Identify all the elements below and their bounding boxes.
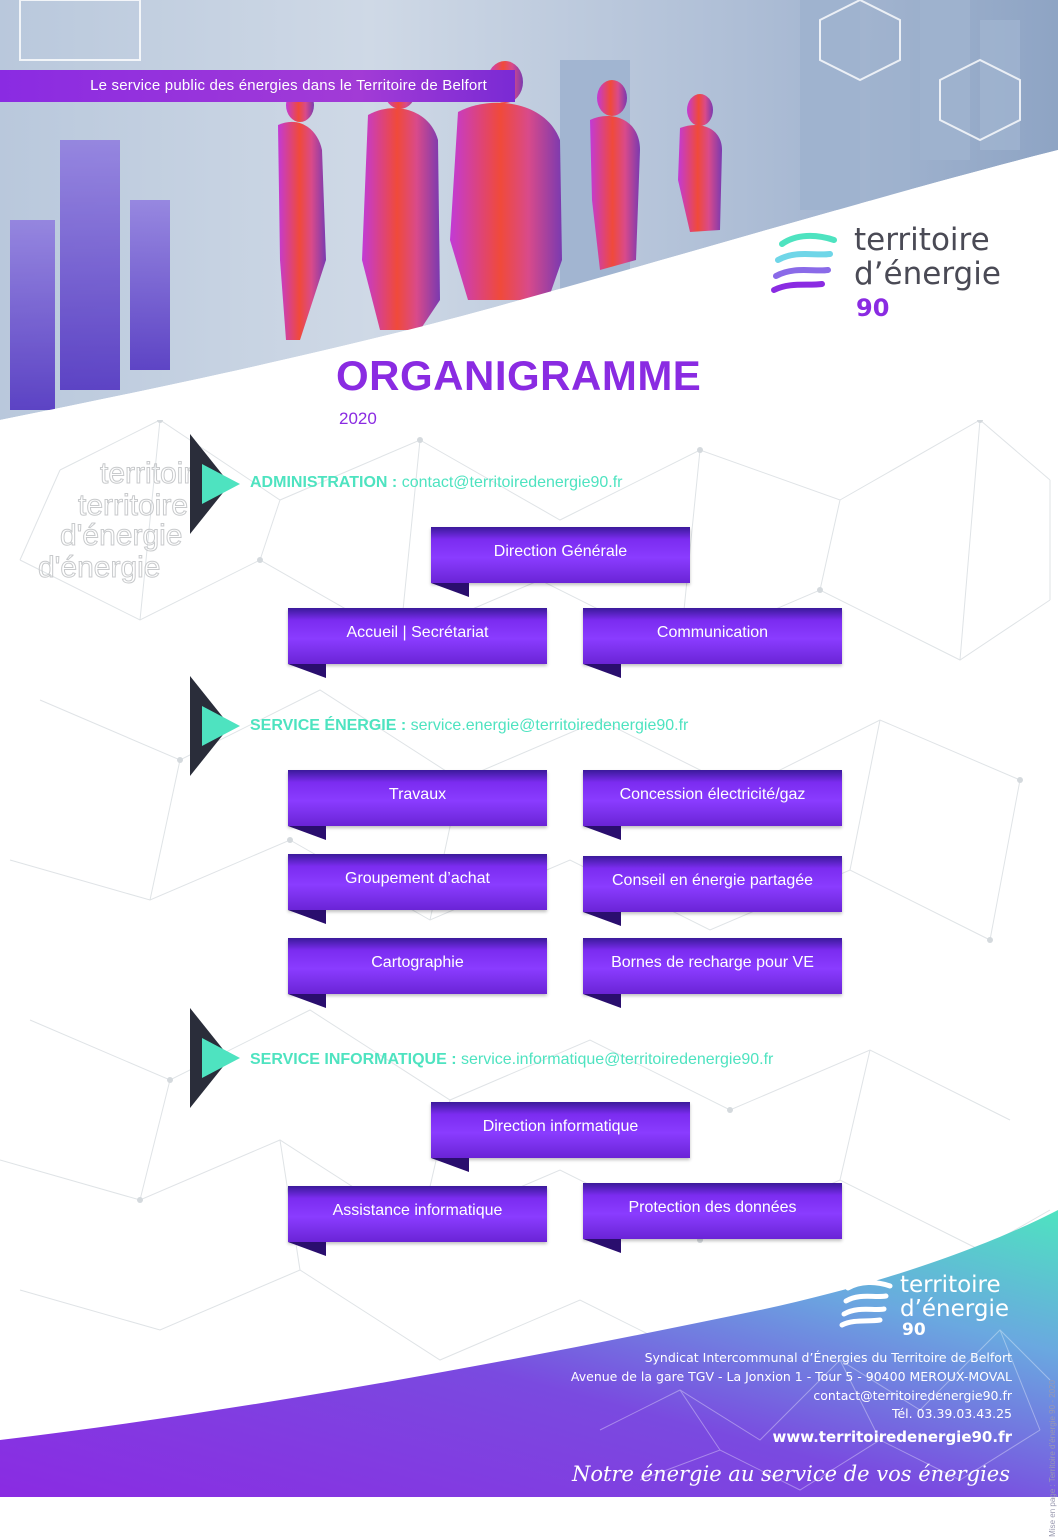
footer-website-link[interactable]: www.territoiredenergie90.fr bbox=[772, 1428, 1013, 1446]
org-box-concession: Concession électricité/gaz bbox=[583, 770, 842, 840]
tagline-text: Le service public des énergies dans le T… bbox=[90, 77, 487, 94]
section-email-link[interactable]: service.energie@territoiredenergie90.fr bbox=[410, 717, 689, 734]
org-box-label: Direction Générale bbox=[493, 543, 628, 560]
ribbon-fold bbox=[288, 994, 326, 1008]
logo-line-2: d’énergie bbox=[854, 256, 1001, 292]
org-box-label: Concession électricité/gaz bbox=[619, 786, 806, 803]
footer-logo: territoire d’énergie 90 bbox=[838, 1272, 1018, 1342]
section-email-link[interactable]: contact@territoiredenergie90.fr bbox=[401, 474, 623, 491]
ribbon-fold bbox=[431, 583, 469, 597]
org-box-accueil: Accueil | Secrétariat bbox=[288, 608, 547, 678]
section-email-link[interactable]: service.informatique@territoiredenergie9… bbox=[460, 1051, 774, 1068]
svg-text:d'énergie: d'énergie bbox=[60, 519, 183, 552]
section-arrow-icon bbox=[190, 676, 240, 776]
ribbon-fold bbox=[583, 1239, 621, 1253]
org-box-label: Travaux bbox=[388, 786, 447, 803]
section-label: SERVICE INFORMATIQUE : bbox=[250, 1051, 457, 1068]
ribbon-fold bbox=[583, 912, 621, 926]
page-year: 2020 bbox=[339, 409, 377, 428]
section-label: SERVICE ÉNERGIE : bbox=[250, 717, 407, 734]
footer-address: Avenue de la gare TGV - La Jonxion 1 - T… bbox=[570, 1369, 1012, 1384]
org-box-label: Protection des données bbox=[628, 1199, 797, 1216]
org-box-label: Bornes de recharge pour VE bbox=[611, 954, 814, 971]
ribbon-fold bbox=[431, 1158, 469, 1172]
ribbon-fold bbox=[583, 664, 621, 678]
org-box-bornes: Bornes de recharge pour VE bbox=[583, 938, 842, 1008]
svg-text:d'énergie: d'énergie bbox=[38, 551, 161, 584]
org-box-protection: Protection des données bbox=[583, 1183, 842, 1253]
ribbon-fold bbox=[288, 826, 326, 840]
org-box-direction-informatique: Direction informatique bbox=[431, 1102, 690, 1172]
logo-waves-icon bbox=[771, 232, 837, 293]
org-box-label: Direction informatique bbox=[482, 1118, 639, 1135]
footer-phone: Tél. 03.39.03.43.25 bbox=[891, 1406, 1012, 1421]
page-title: ORGANIGRAMME bbox=[336, 352, 702, 399]
org-box-direction-generale: Direction Générale bbox=[431, 527, 690, 597]
org-box-communication: Communication bbox=[583, 608, 842, 678]
org-box-travaux: Travaux bbox=[288, 770, 547, 840]
svg-text:territoire: territoire bbox=[78, 489, 188, 522]
logo-line-1: territoire bbox=[854, 222, 990, 258]
section-heading-informatique: SERVICE INFORMATIQUE : service.informati… bbox=[250, 1051, 773, 1069]
org-box-label: Assistance informatique bbox=[332, 1202, 503, 1219]
org-box-label: Communication bbox=[656, 624, 769, 641]
section-arrow-icon bbox=[190, 434, 240, 534]
footer-email-link[interactable]: contact@territoiredenergie90.fr bbox=[813, 1388, 1012, 1403]
footer-logo-line-1: territoire bbox=[900, 1272, 1001, 1298]
org-box-label: Accueil | Secrétariat bbox=[346, 624, 489, 641]
section-heading-energie: SERVICE ÉNERGIE : service.energie@territ… bbox=[250, 717, 688, 735]
org-box-label: Cartographie bbox=[371, 954, 464, 971]
section-arrow-icon bbox=[190, 1008, 240, 1108]
org-box-assistance: Assistance informatique bbox=[288, 1186, 547, 1256]
footer-slogan: Notre énergie au service de vos énergies bbox=[572, 1462, 1010, 1486]
tagline-banner: Le service public des énergies dans le T… bbox=[0, 70, 515, 102]
ribbon-fold bbox=[583, 994, 621, 1008]
org-box-groupement: Groupement d’achat bbox=[288, 854, 547, 924]
header-illustration bbox=[0, 0, 1058, 420]
ribbon-fold bbox=[583, 826, 621, 840]
logo-waves-icon bbox=[839, 1280, 893, 1328]
section-heading-administration: ADMINISTRATION : contact@territoiredener… bbox=[250, 474, 623, 492]
brand-logo: territoire d’énergie 90 bbox=[768, 222, 1018, 322]
org-box-label: Conseil en énergie partagée bbox=[611, 872, 814, 889]
footer-logo-line-3: 90 bbox=[902, 1320, 926, 1340]
org-box-label: Groupement d’achat bbox=[345, 870, 490, 887]
logo-line-3: 90 bbox=[856, 294, 890, 322]
ribbon-fold bbox=[288, 1242, 326, 1256]
ribbon-fold bbox=[288, 664, 326, 678]
footer-credit: Mise en page : Territoire d’énergie 90 -… bbox=[1048, 1380, 1057, 1537]
org-box-conseil: Conseil en énergie partagée bbox=[583, 856, 842, 926]
footer-band bbox=[0, 1210, 1058, 1497]
footer-logo-line-2: d’énergie bbox=[900, 1296, 1009, 1322]
footer-org-name: Syndicat Intercommunal d’Énergies du Ter… bbox=[644, 1350, 1012, 1365]
ribbon-fold bbox=[288, 910, 326, 924]
section-label: ADMINISTRATION : bbox=[250, 474, 398, 491]
org-box-cartographie: Cartographie bbox=[288, 938, 547, 1008]
